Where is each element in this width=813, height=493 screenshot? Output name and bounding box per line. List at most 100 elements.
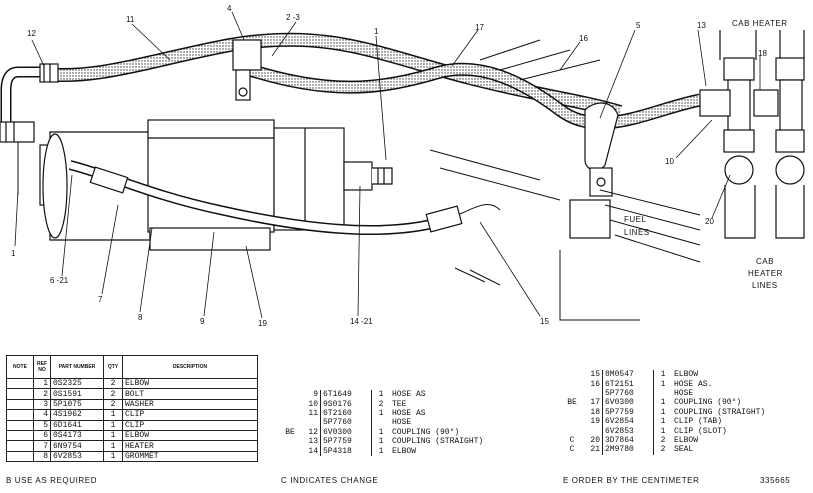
row-part-number: 0S4173: [50, 429, 104, 442]
row-part-number: 6T1649: [320, 390, 372, 400]
cab-heater-lines-label-2: HEATER: [748, 269, 783, 278]
hose-17: [248, 62, 702, 130]
row-ref-number: 14: [308, 446, 318, 456]
row-note: [6, 377, 34, 390]
row-ref-number: [302, 418, 321, 427]
row-note: [278, 399, 302, 408]
row-part-number: 6V2853: [602, 426, 654, 436]
row-ref-number: 15: [590, 370, 600, 380]
row-ref-number: 3: [33, 398, 51, 411]
row-quantity: 1: [371, 408, 390, 419]
elbow-12: [0, 63, 59, 195]
callout-19: 19: [258, 319, 267, 328]
row-part-number: 8M0547: [602, 370, 654, 380]
footnote-c: C INDICATES CHANGE: [281, 476, 379, 485]
heater-hose-diagram: 11 12 4 2 -3 17 16 5 13 18 1 1 10 20 6 -…: [0, 4, 805, 328]
row-ref-number: 16: [590, 379, 600, 389]
col-ref-header: REF NO: [33, 355, 51, 379]
row-ref-number: 2: [33, 388, 51, 400]
area-labels: CAB HEATER FUEL LINES CAB HEATER LINES: [624, 19, 788, 290]
row-ref-number: [584, 426, 603, 435]
row-note: BE: [285, 427, 295, 437]
callout-4: 4: [227, 4, 232, 13]
row-quantity: 1: [371, 390, 390, 400]
callout-16: 16: [579, 34, 588, 43]
row-description: ELBOW: [392, 446, 417, 456]
row-part-number: 2M9780: [602, 445, 654, 455]
row-description: HOSE: [674, 388, 694, 398]
row-quantity: 1: [653, 416, 672, 427]
row-quantity: 1: [103, 450, 123, 463]
row-quantity: 1: [103, 429, 123, 442]
leader-lines: [14, 11, 761, 319]
row-note: [278, 437, 302, 446]
row-quantity: [653, 388, 672, 399]
col-part-header: PART NUMBER: [50, 355, 104, 379]
row-ref-number: 8: [33, 450, 51, 463]
row-quantity: 1: [653, 426, 672, 436]
row-note: [560, 379, 584, 388]
row-note: [6, 409, 34, 421]
callout-20: 20: [705, 217, 714, 226]
table-row: 5P7760 HOSE: [278, 418, 510, 428]
hose-11: [39, 32, 623, 119]
row-part-number: 5P7759: [320, 436, 372, 447]
row-note: C: [569, 435, 575, 445]
clip-4: [232, 39, 262, 101]
row-note: BE: [567, 398, 577, 408]
row-note: [278, 409, 302, 418]
row-ref-number: 17: [590, 398, 600, 408]
row-ref-number: 7: [33, 440, 51, 452]
row-quantity: 2: [103, 377, 123, 390]
row-description: HOSE AS.: [674, 379, 713, 389]
cab-heater-label: CAB HEATER: [732, 19, 788, 28]
row-description: BOLT: [122, 388, 258, 400]
row-part-number: 5P1075: [50, 398, 104, 411]
row-description: ELBOW: [674, 435, 699, 445]
row-quantity: 1: [371, 436, 390, 447]
row-quantity: [371, 418, 390, 428]
row-description: HOSE: [392, 418, 412, 428]
row-part-number: 5P4318: [320, 446, 372, 456]
row-description: HOSE AS: [392, 408, 426, 418]
row-part-number: 4S1962: [50, 409, 104, 421]
row-description: HEATER: [122, 440, 258, 452]
hose-9: [68, 160, 501, 235]
row-part-number: 6D1641: [50, 419, 104, 431]
row-description: COUPLING (STRAIGHT): [674, 407, 766, 417]
row-part-number: 6V2853: [50, 450, 104, 463]
callout-12: 12: [27, 29, 36, 38]
row-description: ELBOW: [122, 429, 258, 442]
parts-table-1: NOTE REF NO PART NUMBER QTY DESCRIPTION …: [6, 355, 258, 463]
row-part-number: 6V0300: [602, 398, 654, 408]
row-description: CLIP: [122, 409, 258, 421]
row-part-number: 5P7760: [320, 418, 372, 428]
callout-6-21: 6 -21: [50, 276, 69, 285]
row-description: HOSE AS: [392, 390, 426, 400]
row-note: [6, 388, 34, 400]
clip-5: [569, 102, 619, 239]
row-ref-number: 18: [590, 407, 600, 417]
callout-2-3: 2 -3: [286, 13, 300, 22]
callout-11: 11: [126, 15, 135, 24]
row-note: [6, 419, 34, 431]
row-quantity: 1: [371, 427, 390, 437]
row-ref-number: 12: [308, 427, 318, 437]
callout-13: 13: [697, 21, 706, 30]
row-note: [6, 429, 34, 442]
row-part-number: 9S0176: [320, 399, 372, 409]
